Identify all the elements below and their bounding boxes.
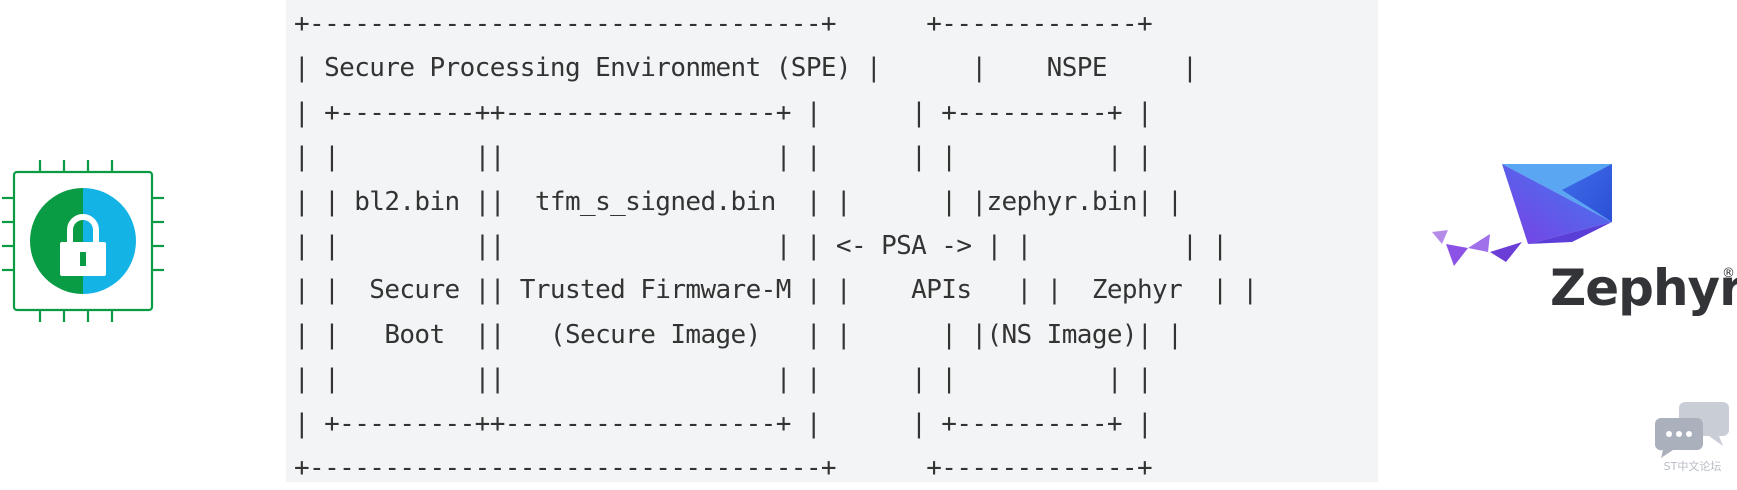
architecture-diagram-box: +----------------------------------+ +--…: [286, 0, 1378, 483]
diagram-line: +----------------------------------+ +--…: [294, 453, 1153, 484]
diagram-line: | | bl2.bin || tfm_s_signed.bin | | | |z…: [294, 186, 1183, 217]
diagram-line: | | Boot || (Secure Image) | | | |(NS Im…: [294, 319, 1183, 350]
zephyr-kite-icon: [1432, 164, 1612, 266]
forum-watermark: ST中文论坛: [1654, 400, 1730, 478]
ascii-diagram: +----------------------------------+ +--…: [294, 2, 1258, 490]
secure-chip-icon: [0, 158, 166, 324]
diagram-line: | +---------++------------------+ | | +-…: [294, 408, 1153, 439]
zephyr-logo: Zephyr ®: [1432, 160, 1737, 320]
diagram-line: | | || | | | | | |: [294, 142, 1153, 173]
diagram-line: | | || | | | | | |: [294, 364, 1153, 395]
watermark-label: ST中文论坛: [1663, 460, 1722, 473]
diagram-line: | | Secure || Trusted Firmware-M | | API…: [294, 275, 1258, 306]
diagram-line: +----------------------------------+ +--…: [294, 9, 1153, 39]
diagram-line: | +---------++------------------+ | | +-…: [294, 97, 1153, 128]
secure-chip-lock-icon: [2, 160, 164, 322]
registered-mark: ®: [1722, 266, 1735, 281]
diagram-line: | Secure Processing Environment (SPE) | …: [294, 53, 1198, 84]
zephyr-wordmark: Zephyr: [1550, 259, 1737, 317]
chat-bubbles-icon: [1654, 402, 1729, 458]
diagram-line: | | || | | <- PSA -> | | | |: [294, 231, 1228, 262]
